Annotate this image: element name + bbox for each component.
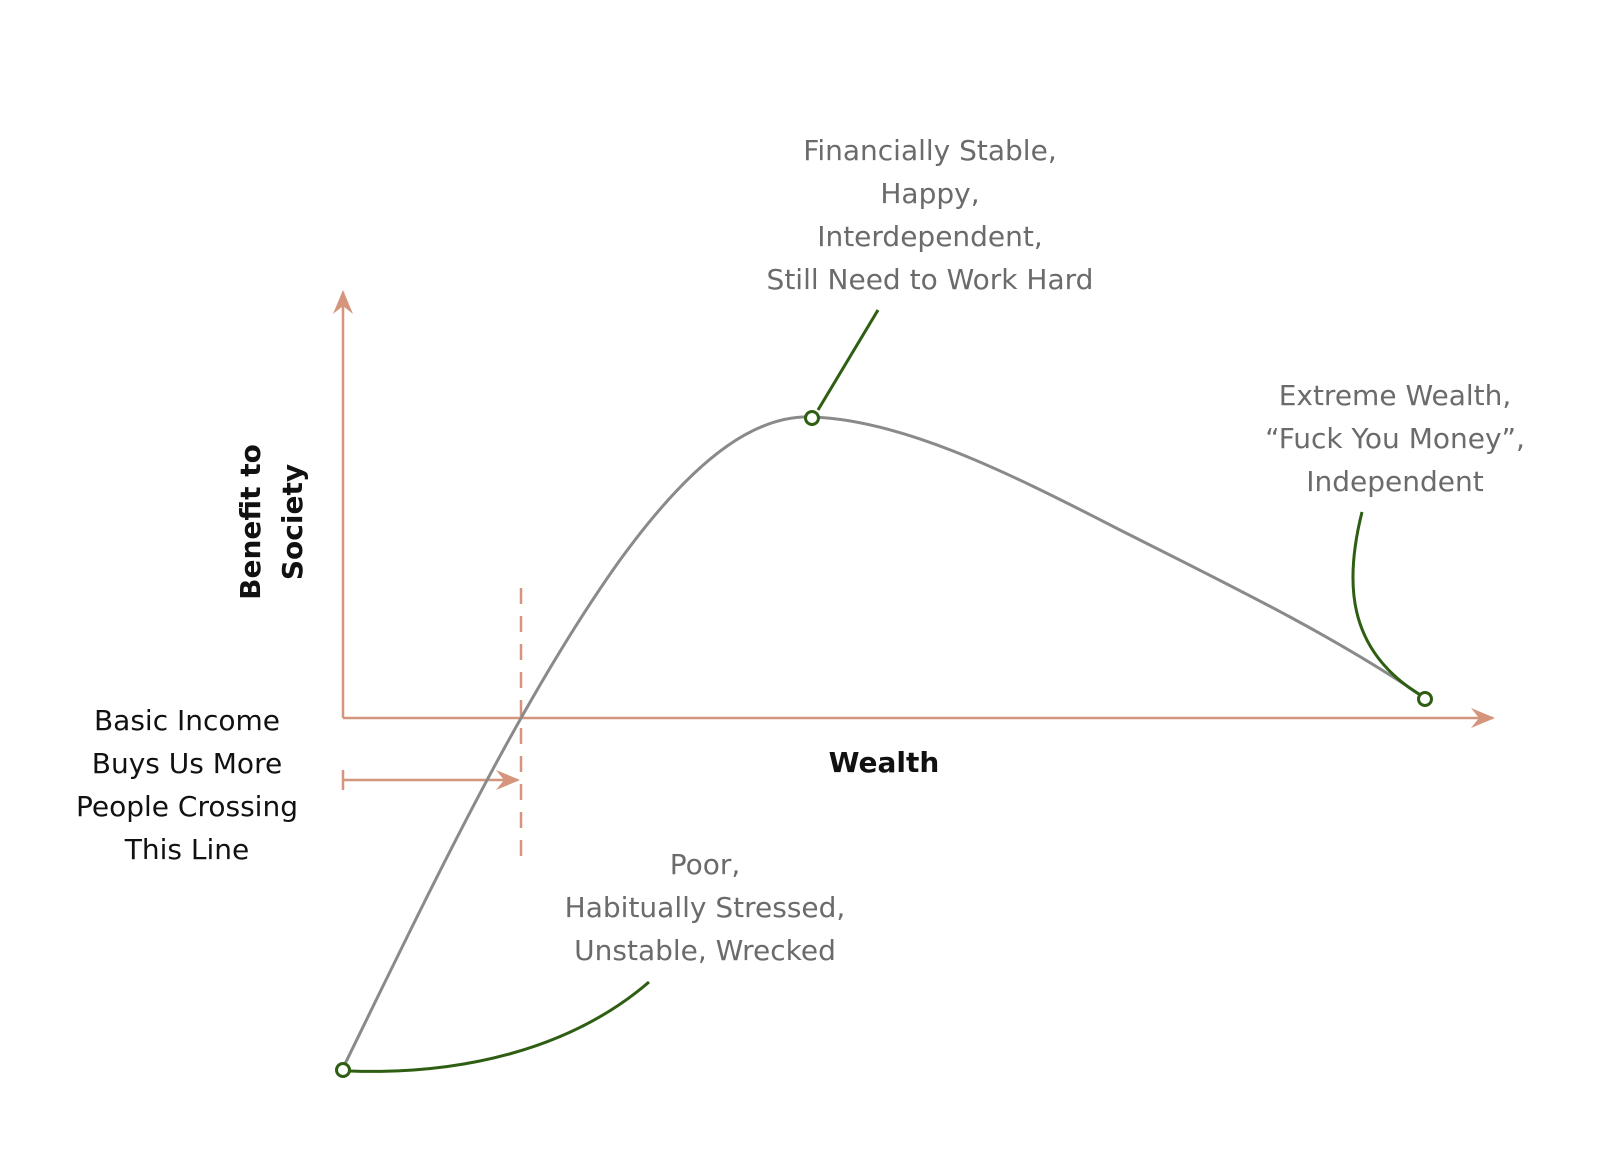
basic-income-annotation: Basic Income Buys Us More People Crossin… [76,704,298,866]
peak-callout-line [816,309,880,411]
svg-text:“Fuck You Money”,: “Fuck You Money”, [1265,422,1525,455]
svg-text:Habitually Stressed,: Habitually Stressed, [565,891,846,924]
extreme-callout-line [1351,511,1423,698]
svg-text:Poor,: Poor, [670,848,741,881]
svg-text:This Line: This Line [124,833,249,866]
svg-text:People Crossing: People Crossing [76,790,298,823]
extreme-marker [1417,691,1433,707]
x-axis-label: Wealth [829,746,940,779]
svg-text:Unstable, Wrecked: Unstable, Wrecked [574,934,836,967]
benefit-curve [341,415,1426,1069]
svg-text:Basic Income: Basic Income [94,704,280,737]
poor-marker [335,1062,351,1078]
svg-text:Happy,: Happy, [880,177,979,210]
y-axis-label: Benefit to Society [234,444,309,600]
svg-text:Independent: Independent [1306,465,1483,498]
svg-text:Financially Stable,: Financially Stable, [803,134,1056,167]
svg-text:Buys Us More: Buys Us More [92,747,282,780]
svg-text:Society: Society [276,464,309,580]
svg-text:Interdependent,: Interdependent, [817,220,1043,253]
poor-callout-line [349,980,650,1073]
svg-text:Benefit to: Benefit to [234,444,267,600]
peak-marker [804,410,820,426]
extreme-annotation: Extreme Wealth, “Fuck You Money”, Indepe… [1265,379,1525,498]
svg-text:Extreme Wealth,: Extreme Wealth, [1279,379,1512,412]
svg-text:Still Need to Work Hard: Still Need to Work Hard [767,263,1094,296]
peak-annotation: Financially Stable, Happy, Interdependen… [767,134,1094,296]
poor-annotation: Poor, Habitually Stressed, Unstable, Wre… [565,848,846,967]
